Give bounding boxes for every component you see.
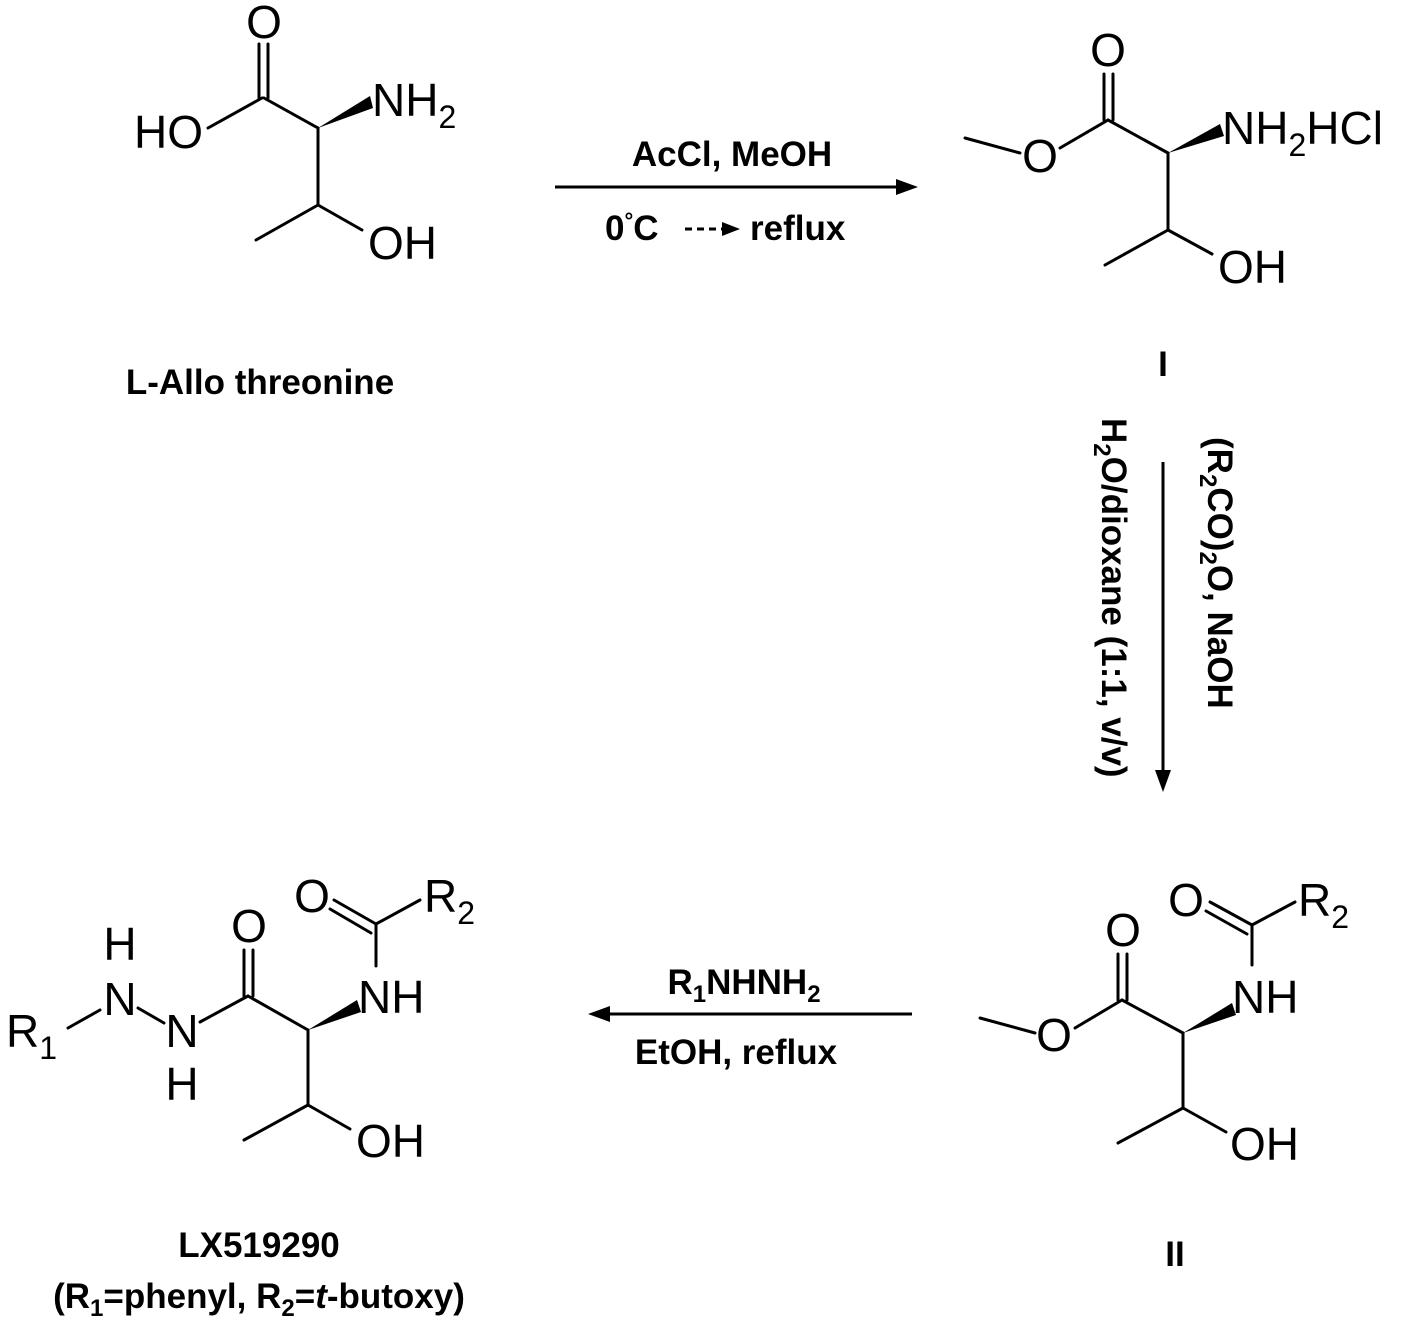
atom-ho: HO [134,106,203,158]
reaction-arrow-step3 [588,1006,912,1022]
bond [306,1103,352,1131]
bond [246,994,310,1032]
atom-o: O [246,0,282,48]
atom-n: N [103,973,136,1025]
wedge-bond [1183,1003,1236,1033]
bond [1058,118,1110,150]
atom-r2: R2 [1298,874,1349,935]
compound-label-ii: II [1165,1235,1184,1274]
bond [1103,228,1170,267]
atom-oh: OH [1218,241,1287,293]
atom-nh2hcl: NH2HCl [1222,102,1383,163]
atom-oh: OH [356,1115,425,1167]
atom-o: O [1090,24,1126,76]
compound-label-product: LX519290 [178,1226,340,1265]
bond [1166,228,1214,256]
bond [66,1008,102,1030]
atom-r1: R1 [6,1005,57,1066]
bond [1250,900,1297,927]
reaction-arrow-step2 [1155,462,1171,792]
atom-o: O [231,900,267,952]
atom-h: H [165,1058,198,1110]
atom-o: O [1036,1009,1072,1061]
atom-nh: NH [358,971,424,1023]
atom-n: N [165,1005,198,1057]
atom-nh: NH [1232,971,1298,1023]
bond [1208,900,1254,927]
dashed-arrow-head [722,222,740,236]
bond [254,203,320,242]
wedge-bond [308,1000,361,1030]
atom-oh: OH [368,217,437,269]
bond [1116,1106,1185,1145]
bond [1073,998,1124,1030]
step1-reagents: AcCl, MeOH [632,135,832,174]
atom-oh: OH [1230,1118,1299,1170]
compound-label-i: I [1158,345,1168,384]
step3-conditions: EtOH, reflux [635,1033,838,1072]
bond [242,1103,310,1142]
bond [1120,998,1185,1035]
atom-r2: R2 [424,870,475,931]
bond [316,203,364,232]
step2-reagents: (R2CO)2O, NaOH [1194,437,1239,709]
step2-solvent: H2O/dioxane (1:1, v/v) [1088,418,1133,778]
atom-o: O [1168,874,1204,926]
reaction-arrow-step1 [555,179,918,195]
bond [374,898,422,926]
bond [136,1006,166,1025]
step3-reagents: R1NHNH2 [667,963,820,1008]
bond [1204,909,1249,936]
atom-o: O [294,870,330,922]
svg-text:reflux: reflux [750,209,846,248]
step1-conditions: 0°C reflux [605,208,846,248]
wedge-bond [318,96,373,128]
atom-o: O [1022,130,1058,182]
svg-text:0°C: 0°C [605,208,659,248]
bond [328,907,373,935]
bond [198,994,250,1024]
structure-l-allo-threonine: O HO NH2 OH [134,0,456,269]
bond [963,136,1022,155]
wedge-bond [1168,124,1224,153]
atom-nh2: NH2 [372,74,456,135]
compound-label-start: L-Allo threonine [126,363,394,402]
bond [978,1016,1037,1035]
structure-compound-ii: O O NH OH O R2 [978,874,1349,1170]
product-substituent-description: (R1=phenyl, R2=t-butoxy) [53,1277,465,1322]
atom-h: H [103,918,136,970]
bond [1106,118,1170,155]
structure-compound-i: O O NH2HCl OH [963,24,1383,293]
structure-lx519290: R1 N H N H O NH OH O R2 [6,870,475,1167]
atom-o: O [1105,904,1141,956]
bond [206,96,264,130]
bond [262,96,320,130]
bond [1181,1106,1228,1134]
bond [332,898,378,926]
